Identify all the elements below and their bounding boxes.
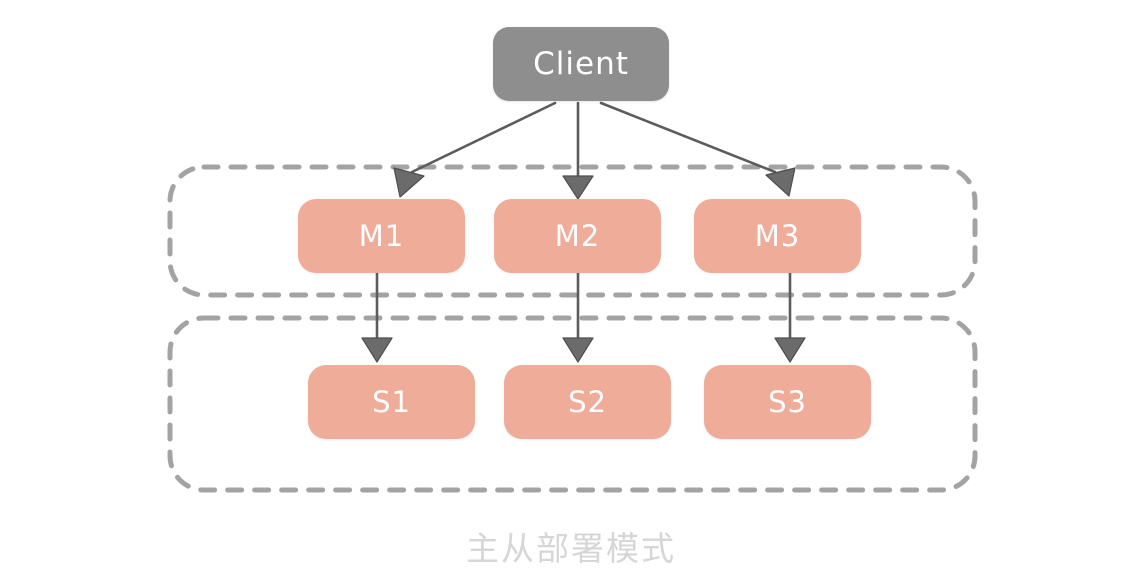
arrowhead-client-m3: [765, 167, 796, 197]
node-m1[interactable]: M1: [298, 199, 465, 273]
edge-m1-to-s1: [361, 271, 393, 363]
edge-m3-to-s3: [774, 271, 806, 363]
node-client-label: Client: [533, 46, 629, 82]
edge-m2-to-s2: [562, 271, 594, 363]
arrowhead-m3-s3: [774, 337, 806, 363]
node-s3[interactable]: S3: [704, 365, 871, 439]
node-m3-label: M3: [754, 219, 801, 253]
node-s2-label: S2: [568, 385, 607, 419]
node-m1-label: M1: [358, 219, 405, 253]
node-m3[interactable]: M3: [694, 199, 861, 273]
arrowhead-m1-s1: [361, 337, 393, 363]
node-s1[interactable]: S1: [308, 365, 475, 439]
edge-client-to-m1: [393, 101, 557, 198]
arrowhead-client-m1: [393, 167, 425, 198]
edge-client-to-m3: [599, 101, 796, 197]
node-s1-label: S1: [372, 385, 411, 419]
node-m2[interactable]: M2: [494, 199, 661, 273]
arrowhead-m2-s2: [562, 337, 594, 363]
node-s2[interactable]: S2: [504, 365, 671, 439]
arrowhead-client-m2: [562, 175, 594, 200]
edge-client-to-m2: [562, 101, 594, 200]
node-m2-label: M2: [554, 219, 601, 253]
node-client[interactable]: Client: [493, 27, 669, 101]
diagram-caption: 主从部署模式: [466, 529, 676, 568]
node-s3-label: S3: [768, 385, 807, 419]
